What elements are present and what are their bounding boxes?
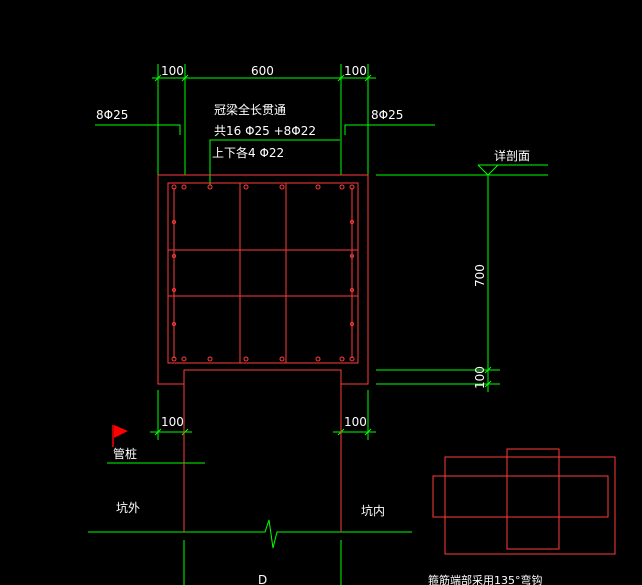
rebar-left-label: 8Φ25	[96, 108, 128, 122]
hook-detail-rect-wide	[432, 475, 609, 518]
note-line-2: 共16 Φ25 +8Φ22	[214, 124, 316, 138]
detail-section-label: 详剖面	[494, 148, 530, 163]
rebar-dot	[339, 184, 345, 190]
rebar-dot	[349, 356, 355, 362]
dimension-lines	[88, 64, 548, 585]
rebar-dot	[350, 254, 354, 258]
tick	[154, 428, 162, 436]
tick	[484, 366, 492, 374]
rebar-dot	[339, 356, 345, 362]
rebar-dot	[172, 220, 176, 224]
rebar-dot	[181, 356, 187, 362]
rebar-dot	[243, 356, 249, 362]
dim-right-height: 700	[473, 264, 487, 287]
rebar-dot	[243, 184, 249, 190]
diameter-label: D	[258, 573, 267, 585]
rebar-dot	[172, 254, 176, 258]
rebar-dots	[171, 184, 355, 362]
dim-top-right: 100	[344, 64, 367, 78]
tick	[364, 428, 372, 436]
rebar-dot	[350, 322, 354, 326]
dim-bottom-left: 100	[161, 415, 184, 429]
rebar-dot	[279, 184, 285, 190]
dim-right-bottom: 100	[473, 366, 487, 389]
rebar-dot	[172, 322, 176, 326]
tick	[337, 74, 345, 82]
beam-section	[157, 174, 616, 555]
rebar-dot	[172, 288, 176, 292]
stirrup-outer	[167, 182, 359, 364]
rebar-left-leader	[95, 124, 181, 135]
rebar-dot	[207, 356, 213, 362]
hook-note-label: 箍筋端部采用135°弯钩	[428, 573, 543, 585]
rebar-dot	[315, 184, 321, 190]
pile-label: 管桩	[113, 446, 137, 461]
pile-flag-icon	[112, 425, 128, 447]
rebar-right-leader	[344, 124, 435, 135]
rebar-dot	[315, 356, 321, 362]
note-line-3: 上下各4 Φ22	[212, 145, 284, 160]
tick	[484, 380, 492, 388]
rebar-right-label: 8Φ25	[371, 108, 403, 122]
rebar-dot	[207, 184, 213, 190]
rebar-dot	[279, 356, 285, 362]
tick	[364, 74, 372, 82]
tick	[181, 74, 189, 82]
beam-outline	[157, 174, 369, 385]
pit-inside-label: 坑内	[361, 503, 385, 518]
tick	[181, 428, 189, 436]
pit-outside-label: 坑外	[116, 500, 140, 515]
hook-detail	[432, 448, 616, 555]
rebar-dot	[171, 356, 177, 362]
ground-break-line	[88, 519, 412, 549]
dim-bottom-right: 100	[344, 415, 367, 429]
rebar-dot	[350, 220, 354, 224]
hook-detail-rect-tall	[506, 448, 560, 550]
dim-top-left: 100	[161, 64, 184, 78]
rebar-dot	[349, 184, 355, 190]
dim-top-mid: 600	[251, 64, 274, 78]
note-leader	[209, 139, 340, 185]
section-marker	[477, 164, 500, 176]
rebar-dot	[350, 288, 354, 292]
hook-detail-frame-h	[444, 456, 616, 555]
rebar-dot	[171, 184, 177, 190]
note-line-1: 冠梁全长贯通	[214, 102, 286, 117]
tick	[154, 74, 162, 82]
rebar-dot	[181, 184, 187, 190]
